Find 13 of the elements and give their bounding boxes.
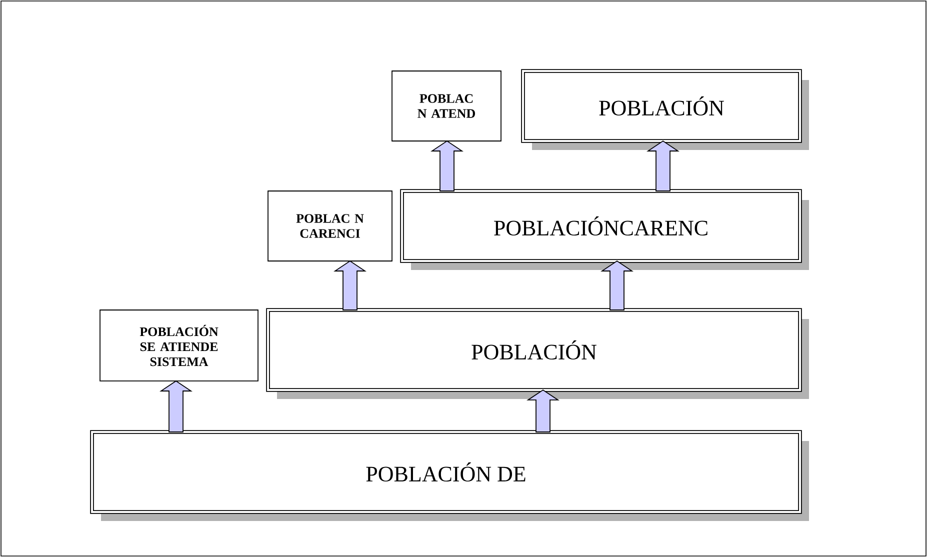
block-arrow xyxy=(430,140,464,192)
block-arrow xyxy=(646,140,680,192)
text-box: POBLACIÓN SE ATIENDE SISTEMA xyxy=(100,310,258,382)
text-box: POBLAC N ATEND xyxy=(392,70,502,142)
double-box: POBLACIÓN xyxy=(521,69,802,143)
block-arrow xyxy=(334,260,366,310)
text-box: POBLAC N CARENCI xyxy=(268,190,392,262)
block-arrow xyxy=(160,380,192,432)
double-box: POBLACIÓN xyxy=(266,308,802,392)
block-arrow xyxy=(526,389,560,432)
double-box: POBLACIÓN DE xyxy=(90,430,802,514)
double-box: POBLACIÓNCARENC xyxy=(400,189,802,263)
block-arrow xyxy=(600,260,634,310)
